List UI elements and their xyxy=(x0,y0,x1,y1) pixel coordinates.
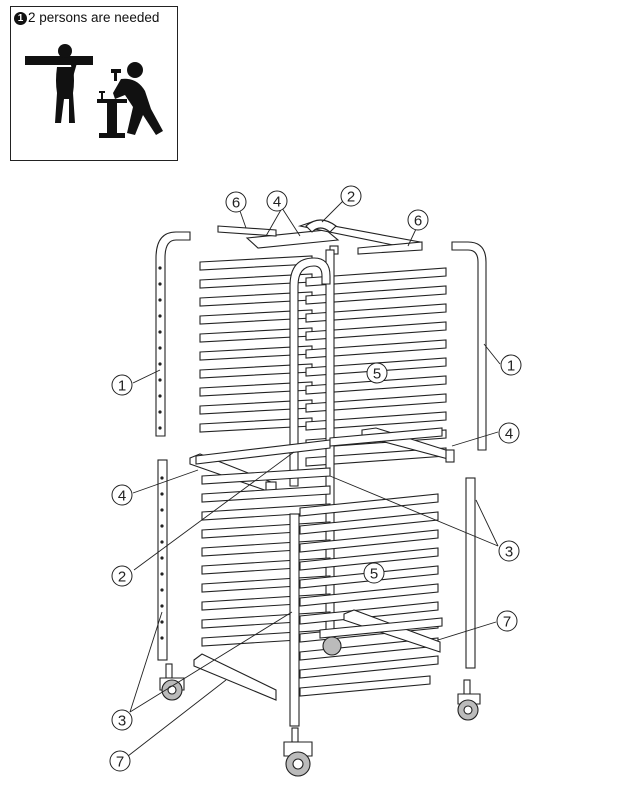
top-frame xyxy=(217,219,423,255)
callout-label: 1 xyxy=(118,378,126,395)
two-persons-icon xyxy=(25,44,163,138)
callout-label: 7 xyxy=(503,614,511,631)
callout-label: 2 xyxy=(118,569,126,586)
callout-7-left: 7 xyxy=(109,750,131,772)
callout-label: 4 xyxy=(118,488,126,505)
callout-6-left: 6 xyxy=(225,191,247,213)
callout-label: 3 xyxy=(118,713,126,730)
callout-1-right: 1 xyxy=(500,354,522,376)
callout-1-left: 1 xyxy=(111,374,133,396)
callout-7-right: 7 xyxy=(496,610,518,632)
callout-label: 1 xyxy=(507,358,515,375)
callout-2-top: 2 xyxy=(340,185,362,207)
callout-label: 6 xyxy=(414,213,422,230)
callout-5-lower: 5 xyxy=(363,562,385,584)
callout-label: 2 xyxy=(347,189,355,206)
caster-front xyxy=(283,727,313,777)
bottom-bar-left xyxy=(193,653,277,701)
back-right-upright xyxy=(451,241,487,451)
notice-label: 2 persons are needed xyxy=(28,10,160,25)
callout-label: 6 xyxy=(232,195,240,212)
leader-lines xyxy=(127,199,501,757)
callout-6-right: 6 xyxy=(407,209,429,231)
caster-left xyxy=(159,663,185,701)
callout-5-upper: 5 xyxy=(366,362,388,384)
callout-label: 4 xyxy=(505,426,513,443)
notice-number-badge: 1 xyxy=(14,12,27,25)
mid-frame-right xyxy=(329,427,455,463)
callout-4-top: 4 xyxy=(266,190,288,212)
callout-2-left: 2 xyxy=(111,565,133,587)
lower-left-post xyxy=(157,459,168,661)
front-left-upright xyxy=(289,257,331,487)
callout-4-left: 4 xyxy=(111,484,133,506)
callout-3-left: 3 xyxy=(111,709,133,731)
caster-back xyxy=(322,636,342,656)
bottom-bar-right xyxy=(319,609,443,653)
callout-label: 3 xyxy=(505,544,513,561)
back-right-lower-post xyxy=(465,477,476,669)
back-left-upright xyxy=(155,231,191,437)
callout-label: 5 xyxy=(373,366,381,383)
caster-right xyxy=(457,679,481,721)
lower-shelf-runners xyxy=(201,467,439,697)
callout-4-right: 4 xyxy=(498,422,520,444)
callout-label: 5 xyxy=(370,566,378,583)
front-lower-post xyxy=(289,513,300,727)
callout-label: 4 xyxy=(273,194,281,211)
upper-shelf-runners xyxy=(199,255,447,467)
callout-3-right: 3 xyxy=(498,540,520,562)
callout-label: 7 xyxy=(116,754,124,771)
